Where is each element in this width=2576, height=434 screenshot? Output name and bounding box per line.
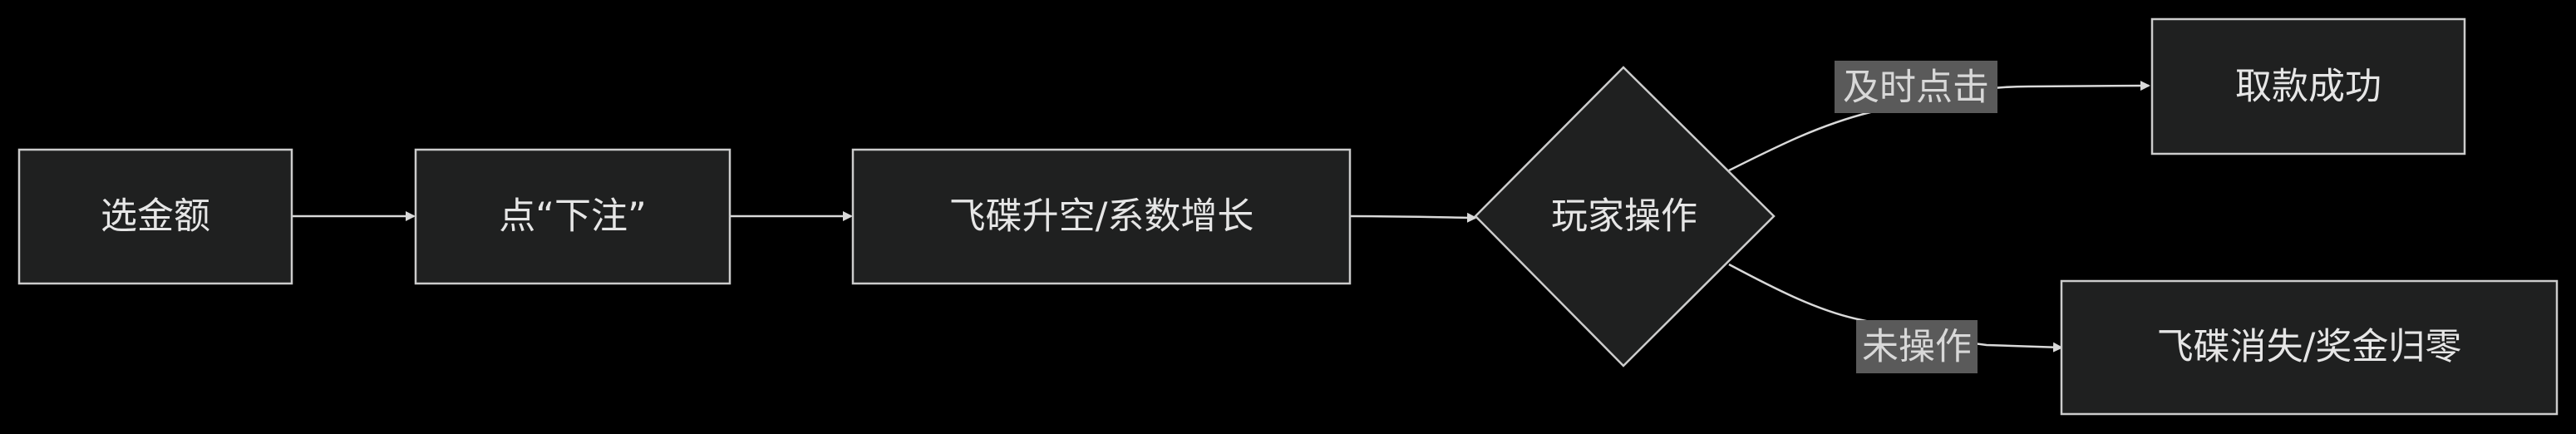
node-player-action-decision: 玩家操作 — [1474, 66, 1776, 367]
edge-label-no-action-text: 未操作 — [1862, 326, 1972, 368]
node-place-bet: 点“下注” — [414, 148, 731, 285]
node-choose-amount: 选金额 — [17, 148, 293, 285]
node-choose-amount-label: 选金额 — [101, 195, 210, 238]
edge-label-click-in-time-text: 及时点击 — [1843, 67, 1989, 109]
node-player-action-label: 玩家操作 — [1551, 195, 1697, 238]
node-ufo-lost-label: 飞碟消失/奖金归零 — [2157, 326, 2462, 368]
node-cashout-success: 取款成功 — [2150, 17, 2466, 155]
node-ufo-lost: 飞碟消失/奖金归零 — [2060, 279, 2559, 416]
node-place-bet-label: 点“下注” — [499, 195, 647, 238]
edge-label-no-action: 未操作 — [1856, 320, 1978, 373]
node-ufo-rising: 飞碟升空/系数增长 — [851, 148, 1352, 285]
node-ufo-rising-label: 飞碟升空/系数增长 — [949, 195, 1254, 238]
edge-label-click-in-time: 及时点击 — [1835, 61, 1997, 113]
node-cashout-success-label: 取款成功 — [2235, 66, 2381, 108]
edge-rising-to-decision — [1350, 212, 1477, 223]
